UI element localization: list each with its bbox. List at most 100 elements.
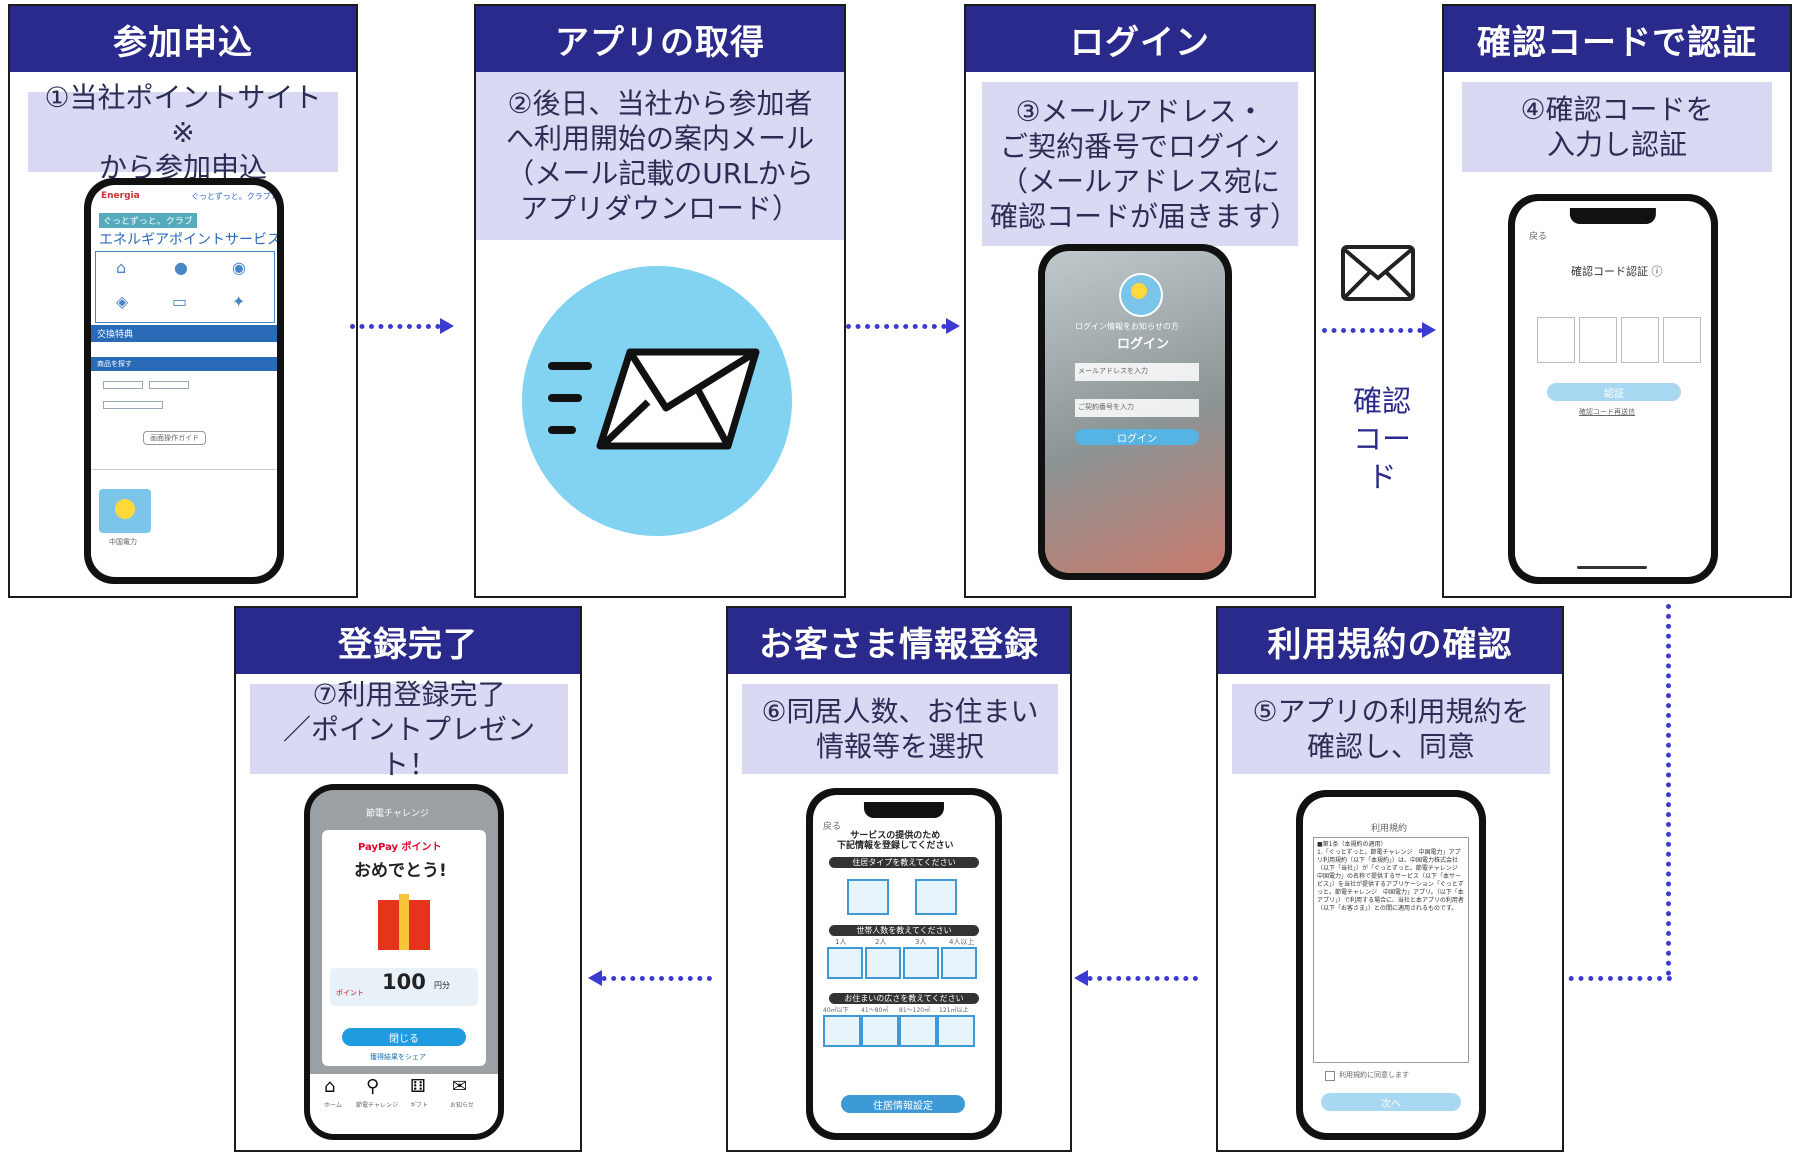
arrow-1-2: [350, 318, 454, 334]
top-link[interactable]: ぐっとずっと。クラブTOP: [191, 192, 277, 201]
congrats-text: おめでとう!: [354, 861, 447, 881]
arrow-head: [440, 318, 454, 334]
points-unit: 円分: [434, 981, 450, 990]
connector-4-5: [1666, 604, 1671, 976]
mail-tab-icon[interactable]: ✉: [452, 1076, 468, 1097]
login-header: ログイン: [1117, 337, 1170, 352]
code-digit-1[interactable]: [1537, 317, 1575, 363]
guide-button[interactable]: 画面操作ガイド: [143, 431, 206, 445]
step-7-card: 登録完了 ⑦利用登録完了 ／ポイントプレゼント！ 節電チャレンジ PayPay …: [234, 606, 582, 1152]
share-link[interactable]: 獲得結果をシェア: [370, 1053, 426, 1061]
size-option-1[interactable]: [823, 1015, 861, 1047]
step-6-title: お客さま情報登録: [728, 608, 1070, 674]
apartment-option[interactable]: [915, 879, 957, 915]
code-digit-2[interactable]: [1579, 317, 1617, 363]
home-indicator: [1577, 566, 1647, 569]
email-field[interactable]: メールアドレスを入力: [1075, 363, 1199, 381]
step-7-title: 登録完了: [236, 608, 580, 674]
bag-icon[interactable]: ●: [174, 258, 188, 277]
phone-mockup: 節電チャレンジ PayPay ポイント おめでとう! ポイント 100 円分 閉…: [304, 784, 504, 1140]
step-1-title: 参加申込: [10, 6, 356, 72]
size-4: 121㎡以上: [939, 1007, 969, 1014]
agree-checkbox[interactable]: [1325, 1071, 1335, 1081]
arrow-head: [1422, 322, 1436, 338]
brand-logo: Energia: [101, 191, 140, 201]
envelope-icon: [1341, 245, 1415, 301]
point-site-screen: Energia ぐっとずっと。クラブTOP ぐっとずっと。クラブ エネルギアポイ…: [91, 185, 277, 577]
phone-mockup: 戻る 確認コード認証 ⓘ 認証 確認コード再送信: [1508, 194, 1718, 584]
ribbon: [399, 894, 409, 950]
login-button[interactable]: ログイン: [1075, 429, 1199, 445]
challenge-tab-icon[interactable]: ⚲: [366, 1076, 380, 1097]
coupon-icon[interactable]: ▭: [172, 292, 188, 311]
step-3-card: ログイン ③メールアドレス・ ご契約番号でログイン （メールアドレス宛に 確認コ…: [964, 4, 1316, 598]
close-button[interactable]: 閉じる: [342, 1028, 466, 1046]
contract-number-field[interactable]: ご契約番号を入力: [1075, 399, 1199, 417]
arrow-head: [1074, 970, 1088, 986]
step-4-card: 確認コードで認証 ④確認コードを 入力し認証 戻る 確認コード認証 ⓘ 認証 確…: [1442, 4, 1792, 598]
gift-tab-icon[interactable]: ⚅: [410, 1076, 426, 1097]
tab-bar: [310, 1074, 498, 1134]
login-screen: ログイン情報をお知らせの方 ログイン メールアドレスを入力 ご契約番号を入力 ロ…: [1045, 251, 1225, 573]
house-option[interactable]: [847, 879, 889, 915]
home-tab-icon[interactable]: ⌂: [324, 1076, 336, 1097]
arrow-head: [588, 970, 602, 986]
phone-mockup: 利用規約 ■第1条（本規約の適用） 1.「ぐっとずっと。節電チャレンジ 中国電力…: [1296, 790, 1486, 1140]
gift-icon[interactable]: ✦: [232, 292, 246, 311]
back-link[interactable]: 戻る: [823, 822, 842, 832]
filter-select[interactable]: [103, 381, 143, 389]
persons-1: 1人: [835, 938, 847, 946]
handshake-icon[interactable]: ◈: [116, 292, 129, 311]
home-icon[interactable]: ⌂: [116, 258, 127, 277]
verify-title: 確認コード認証 ⓘ: [1571, 265, 1663, 278]
tab-gift-label: ギフト: [410, 1102, 429, 1109]
phone-mockup: 戻る サービスの提供のため 下記情報を登録してください 住居タイプを教えてくださ…: [806, 788, 1002, 1140]
verify-button[interactable]: 認証: [1547, 383, 1681, 401]
phone-mockup: Energia ぐっとずっと。クラブTOP ぐっとずっと。クラブ エネルギアポイ…: [84, 178, 284, 584]
verify-screen: 戻る 確認コード認証 ⓘ 認証 確認コード再送信: [1515, 201, 1711, 577]
category-select[interactable]: [103, 401, 163, 409]
size-option-2[interactable]: [861, 1015, 899, 1047]
points-panel: [330, 968, 478, 1006]
step-2-desc: ②後日、当社から参加者 へ利用開始の案内メール （メール記載のURLから アプリ…: [476, 72, 844, 240]
step-3-desc: ③メールアドレス・ ご契約番号でログイン （メールアドレス宛に 確認コードが届き…: [982, 82, 1298, 246]
intro-text: サービスの提供のため 下記情報を登録してください: [837, 831, 954, 851]
persons-option-1[interactable]: [827, 947, 863, 979]
persons-4: 4人以上: [949, 938, 975, 946]
company-label: 中国電力: [109, 538, 137, 546]
agree-label: 利用規約に同意します: [1339, 1071, 1409, 1079]
back-link[interactable]: 戻る: [1529, 232, 1548, 242]
step-1-desc: ①当社ポイントサイト※ から参加申込: [28, 81, 338, 184]
size-option-4[interactable]: [937, 1015, 975, 1047]
sun-icon: [115, 499, 135, 519]
code-digit-4[interactable]: [1663, 317, 1701, 363]
step-5-title: 利用規約の確認: [1218, 608, 1562, 674]
register-button[interactable]: 住居情報設定: [841, 1095, 965, 1113]
step-4-title: 確認コードで認証: [1444, 6, 1790, 72]
sun-icon: [1131, 283, 1147, 299]
filter-select-2[interactable]: [149, 381, 189, 389]
size-option-3[interactable]: [899, 1015, 937, 1047]
step-6-desc: ⑥同居人数、お住まい 情報等を選択: [742, 684, 1058, 774]
login-prompt: ログイン情報をお知らせの方: [1075, 322, 1179, 331]
persons-option-2[interactable]: [865, 947, 901, 979]
confirm-code-label: 確認 コード: [1352, 384, 1411, 494]
step-3-title: ログイン: [966, 6, 1314, 72]
persons-option-3[interactable]: [903, 947, 939, 979]
persons-option-4[interactable]: [941, 947, 977, 979]
arrow-2-3: [846, 318, 960, 334]
customer-info-screen: 戻る サービスの提供のため 下記情報を登録してください 住居タイプを教えてくださ…: [813, 795, 995, 1133]
resend-link[interactable]: 確認コード再送信: [1579, 408, 1635, 416]
menu-grid: ⌂ ● ◉ ◈ ▭ ✦: [95, 251, 275, 323]
search-bar[interactable]: 商品を探す: [91, 357, 277, 371]
coin-icon[interactable]: ◉: [232, 258, 246, 277]
size-1: 40㎡以下: [823, 1007, 849, 1014]
divider: [91, 469, 277, 470]
app-header: 節電チャレンジ: [366, 809, 429, 819]
step-1-card: 参加申込 ①当社ポイントサイト※ から参加申込 Energia ぐっとずっと。ク…: [8, 4, 358, 598]
size-3: 81〜120㎡: [899, 1007, 931, 1014]
next-button[interactable]: 次へ: [1321, 1093, 1461, 1111]
size-2: 41〜80㎡: [861, 1007, 889, 1014]
code-digit-3[interactable]: [1621, 317, 1659, 363]
arrow-head: [946, 318, 960, 334]
